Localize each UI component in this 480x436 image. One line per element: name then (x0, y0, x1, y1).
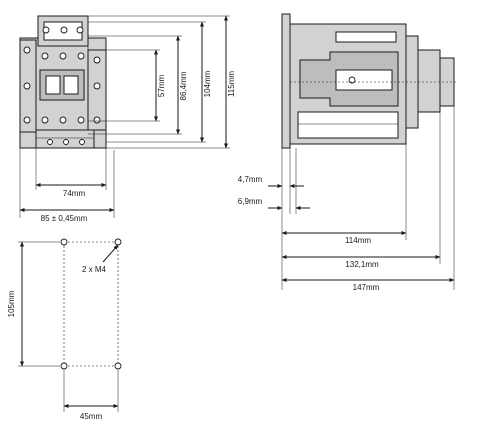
dimension-115mm: 115mm (224, 15, 236, 149)
dimension-147mm-label: 147mm (353, 283, 380, 292)
front-height-extensions (88, 15, 230, 149)
mounting-hole-bottom-left (60, 362, 68, 370)
screw-label-group: 2 x M4 (82, 244, 119, 274)
dimension-114mm-label: 114mm (345, 236, 371, 245)
screw-spec-label: 2 x M4 (82, 265, 107, 274)
dimension-45mm-label: 45mm (80, 412, 103, 421)
contactor-front-body (19, 15, 107, 149)
side-view: 4,7mm 6,9mm 114mm 132,1mm 147mm (238, 13, 456, 292)
dimension-74mm: 74mm (35, 183, 107, 198)
dimension-57mm: 57mm (154, 49, 166, 122)
mounting-hole-top-right (114, 238, 122, 246)
dimension-105mm-label: 105mm (7, 290, 16, 317)
dimension-115mm-label: 115mm (227, 71, 236, 97)
side-rail-extensions (281, 148, 297, 214)
dimension-85mm: 85 ± 0,45mm (19, 208, 115, 223)
dimension-105mm: 105mm (7, 241, 60, 367)
dimension-74mm-label: 74mm (63, 189, 86, 198)
dimension-4-7mm-label: 4,7mm (238, 175, 263, 184)
dimension-104mm: 104mm (200, 21, 212, 143)
dimension-132-1mm-label: 132,1mm (345, 260, 379, 269)
dimension-4-7mm: 4,7mm (238, 175, 304, 188)
front-width-extensions (19, 148, 115, 218)
front-view: 57mm 86,4mm 104mm 115mm 74mm (19, 15, 236, 223)
mounting-hole-bottom-right (114, 362, 122, 370)
dimension-147mm: 147mm (281, 278, 455, 292)
dimension-6-9mm: 6,9mm (238, 197, 310, 210)
mounting-pattern: 2 x M4 105mm 45mm (7, 238, 122, 421)
dimension-114mm: 114mm (281, 231, 407, 245)
dimension-85mm-label: 85 ± 0,45mm (41, 214, 88, 223)
dimension-132-1mm: 132,1mm (281, 255, 441, 269)
dimension-104mm-label: 104mm (203, 70, 212, 97)
dimension-86-4mm-label: 86,4mm (179, 71, 188, 100)
dimension-86-4mm: 86,4mm (176, 35, 188, 135)
contactor-side-body (281, 13, 456, 149)
mounting-hole-top-left (60, 238, 68, 246)
dimension-45mm: 45mm (63, 370, 119, 421)
dimension-6-9mm-label: 6,9mm (238, 197, 263, 206)
dimension-57mm-label: 57mm (157, 75, 166, 98)
mounting-outline (63, 241, 119, 367)
side-depth-extensions (281, 106, 455, 290)
